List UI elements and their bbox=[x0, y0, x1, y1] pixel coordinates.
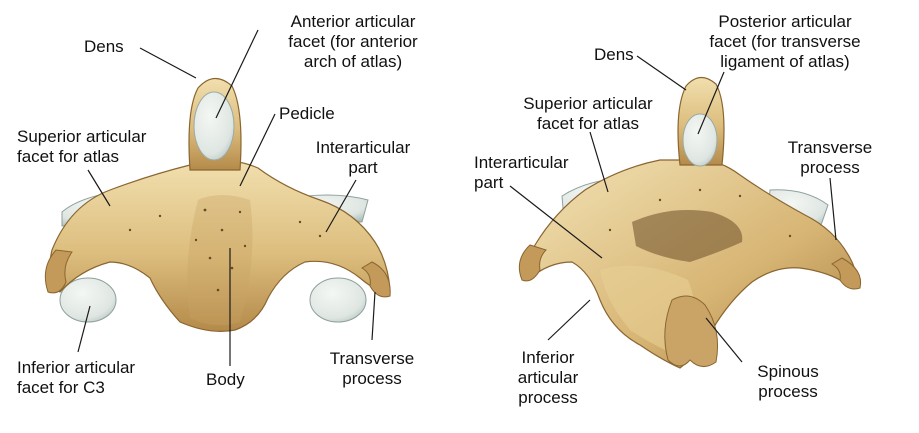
leader-transverse-post bbox=[829, 177, 837, 241]
leader-pedicle bbox=[239, 113, 276, 187]
posterior-facet-shape bbox=[682, 113, 718, 167]
label-inferior-articular-process: Inferior articular process bbox=[506, 348, 590, 408]
label-line: facet for C3 bbox=[17, 378, 105, 397]
label-line: process bbox=[342, 369, 402, 388]
label-line: ligament of atlas) bbox=[720, 52, 850, 71]
label-superior-articular-facet-anterior: Superior articular facet for atlas bbox=[17, 127, 146, 167]
label-spinous-process: Spinous process bbox=[738, 362, 838, 402]
leader-interarticular-post bbox=[509, 185, 603, 259]
transverse-tip-right-post bbox=[831, 257, 862, 290]
label-body: Body bbox=[206, 370, 245, 389]
label-line: facet (for anterior bbox=[288, 32, 418, 51]
leader-spinous bbox=[705, 317, 743, 363]
leader-superior-facet-post bbox=[589, 131, 609, 193]
label-line: Transverse bbox=[787, 138, 873, 157]
label-line: process bbox=[800, 158, 860, 177]
anterior-facet-shape bbox=[193, 91, 235, 161]
posterior-view-bone bbox=[518, 76, 862, 369]
spinous-process-shape bbox=[664, 295, 719, 367]
label-line: facet for atlas bbox=[17, 147, 120, 166]
leader-transverse-ant bbox=[371, 291, 376, 341]
leader-dens-post bbox=[636, 55, 687, 91]
label-line: Posterior articular bbox=[718, 12, 852, 31]
label-line: arch of atlas) bbox=[303, 52, 403, 71]
leader-inferior-facet-ant bbox=[77, 305, 91, 353]
transverse-tip-left bbox=[44, 249, 73, 294]
label-line: Superior articular bbox=[523, 94, 653, 113]
label-posterior-articular-facet: Posterior articular facet (for transvers… bbox=[700, 12, 870, 72]
label-line: facet (for transverse bbox=[709, 32, 861, 51]
label-superior-articular-facet-posterior: Superior articular facet for atlas bbox=[510, 94, 666, 134]
leader-anterior-facet bbox=[215, 29, 259, 119]
leader-superior-facet-ant bbox=[87, 169, 111, 207]
body-shading bbox=[187, 195, 253, 326]
label-transverse-process-anterior: Transverse process bbox=[313, 349, 431, 389]
transverse-tip-right bbox=[361, 261, 391, 298]
label-line: part bbox=[348, 158, 378, 177]
label-line: Interarticular bbox=[315, 138, 411, 157]
label-line: Superior articular bbox=[17, 127, 147, 146]
leader-dens-ant bbox=[139, 47, 197, 79]
label-line: facet for atlas bbox=[536, 114, 640, 133]
leader-lines bbox=[77, 29, 837, 366]
label-line: Anterior articular bbox=[290, 12, 416, 31]
label-line: Transverse bbox=[329, 349, 415, 368]
label-pedicle: Pedicle bbox=[279, 104, 335, 123]
anterior-view-bone bbox=[44, 77, 391, 332]
label-line: process bbox=[518, 388, 578, 407]
label-interarticular-anterior: Interarticular part bbox=[300, 138, 426, 178]
label-line: Spinous bbox=[757, 362, 819, 381]
inferior-facet-left-shape bbox=[59, 277, 117, 323]
bone-pores-right bbox=[608, 188, 792, 238]
bone-pores-left bbox=[128, 208, 322, 292]
label-line: articular bbox=[517, 368, 579, 387]
label-dens-posterior: Dens bbox=[594, 45, 634, 64]
leader-interarticular-ant bbox=[325, 179, 357, 233]
label-line: part bbox=[474, 173, 504, 192]
label-transverse-process-posterior: Transverse process bbox=[774, 138, 886, 178]
label-dens-anterior: Dens bbox=[84, 37, 124, 56]
label-line: Inferior articular bbox=[17, 358, 136, 377]
vertebral-foramen bbox=[632, 209, 743, 262]
leader-posterior-facet bbox=[697, 71, 725, 135]
label-line: process bbox=[758, 382, 818, 401]
inferior-facet-right-shape bbox=[309, 277, 367, 323]
label-line: Inferior bbox=[521, 348, 575, 367]
label-inferior-articular-facet: Inferior articular facet for C3 bbox=[17, 358, 135, 398]
transverse-tip-left-post bbox=[518, 244, 547, 282]
label-anterior-articular-facet: Anterior articular facet (for anterior a… bbox=[258, 12, 448, 72]
label-interarticular-posterior: Interarticular part bbox=[474, 153, 568, 193]
leader-inferior-process bbox=[547, 299, 591, 341]
label-line: Interarticular bbox=[474, 153, 569, 172]
